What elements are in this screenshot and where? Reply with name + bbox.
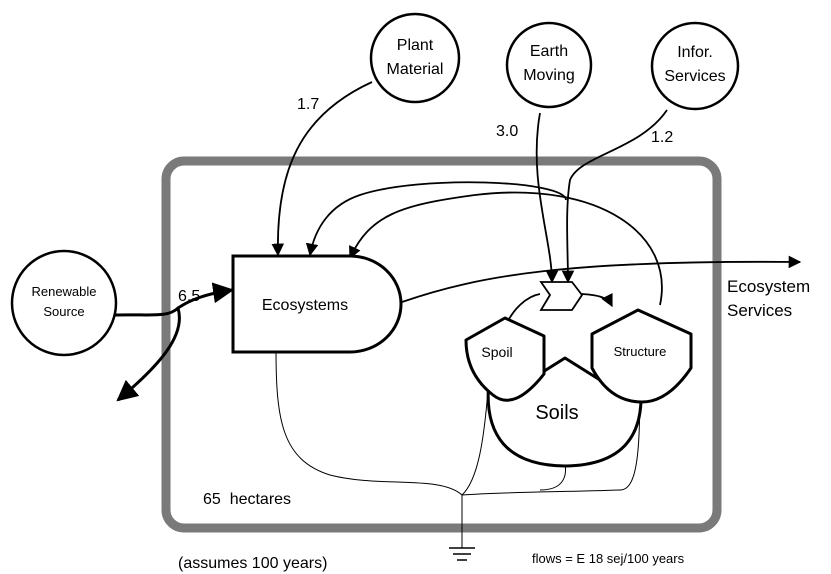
plant-material-label-2: Material [387, 61, 444, 78]
renewable-label-1: Renewable [31, 284, 96, 299]
plant-material-source [369, 12, 461, 104]
area-label: 65 hectares [203, 491, 291, 508]
structure-feedback-flow [349, 191, 663, 306]
renewable-source [10, 249, 118, 357]
info-feedback-flow [305, 181, 567, 257]
info-services-source [650, 21, 740, 111]
structure-label: Structure [614, 344, 667, 359]
spoil-label: Spoil [481, 344, 512, 360]
info-services-flow-value: 1.2 [651, 129, 673, 146]
structure-component [590, 308, 693, 404]
plant-material-label-1: Plant [397, 37, 434, 54]
heat-sink-icon [449, 547, 475, 561]
renewable-label-2: Source [43, 304, 84, 319]
info-services-label-1: Infor. [677, 44, 713, 61]
interaction-to-structure-flow [581, 293, 613, 308]
plant-material-flow [271, 81, 373, 257]
soils-label: Soils [535, 402, 578, 424]
assumption-note: (assumes 100 years) [178, 555, 327, 572]
interaction-symbol [539, 281, 584, 311]
renewable-inflow [114, 282, 235, 317]
earth-moving-source [505, 21, 593, 109]
earth-moving-label-1: Earth [530, 43, 568, 60]
earth-moving-flow [535, 112, 559, 284]
ecosystems-producer [231, 254, 403, 354]
ecosystem-services-label-2: Services [727, 301, 792, 320]
renewable-flow-value: 6.5 [178, 288, 200, 305]
info-services-label-2: Services [664, 68, 725, 85]
units-note: flows = E 18 sej/100 years [532, 551, 685, 566]
earth-moving-flow-value: 3.0 [496, 123, 518, 140]
earth-moving-label-2: Moving [523, 67, 575, 84]
renewable-outflow [116, 307, 181, 402]
info-services-flow [561, 109, 668, 284]
plant-material-flow-value: 1.7 [297, 96, 319, 113]
system-boundary [161, 156, 722, 533]
ecosystem-services-label-1: Ecosystem [727, 277, 810, 296]
spoil-component [464, 316, 546, 402]
ecosystems-label: Ecosystems [262, 297, 348, 314]
ecosystem-services-flow [401, 255, 802, 303]
